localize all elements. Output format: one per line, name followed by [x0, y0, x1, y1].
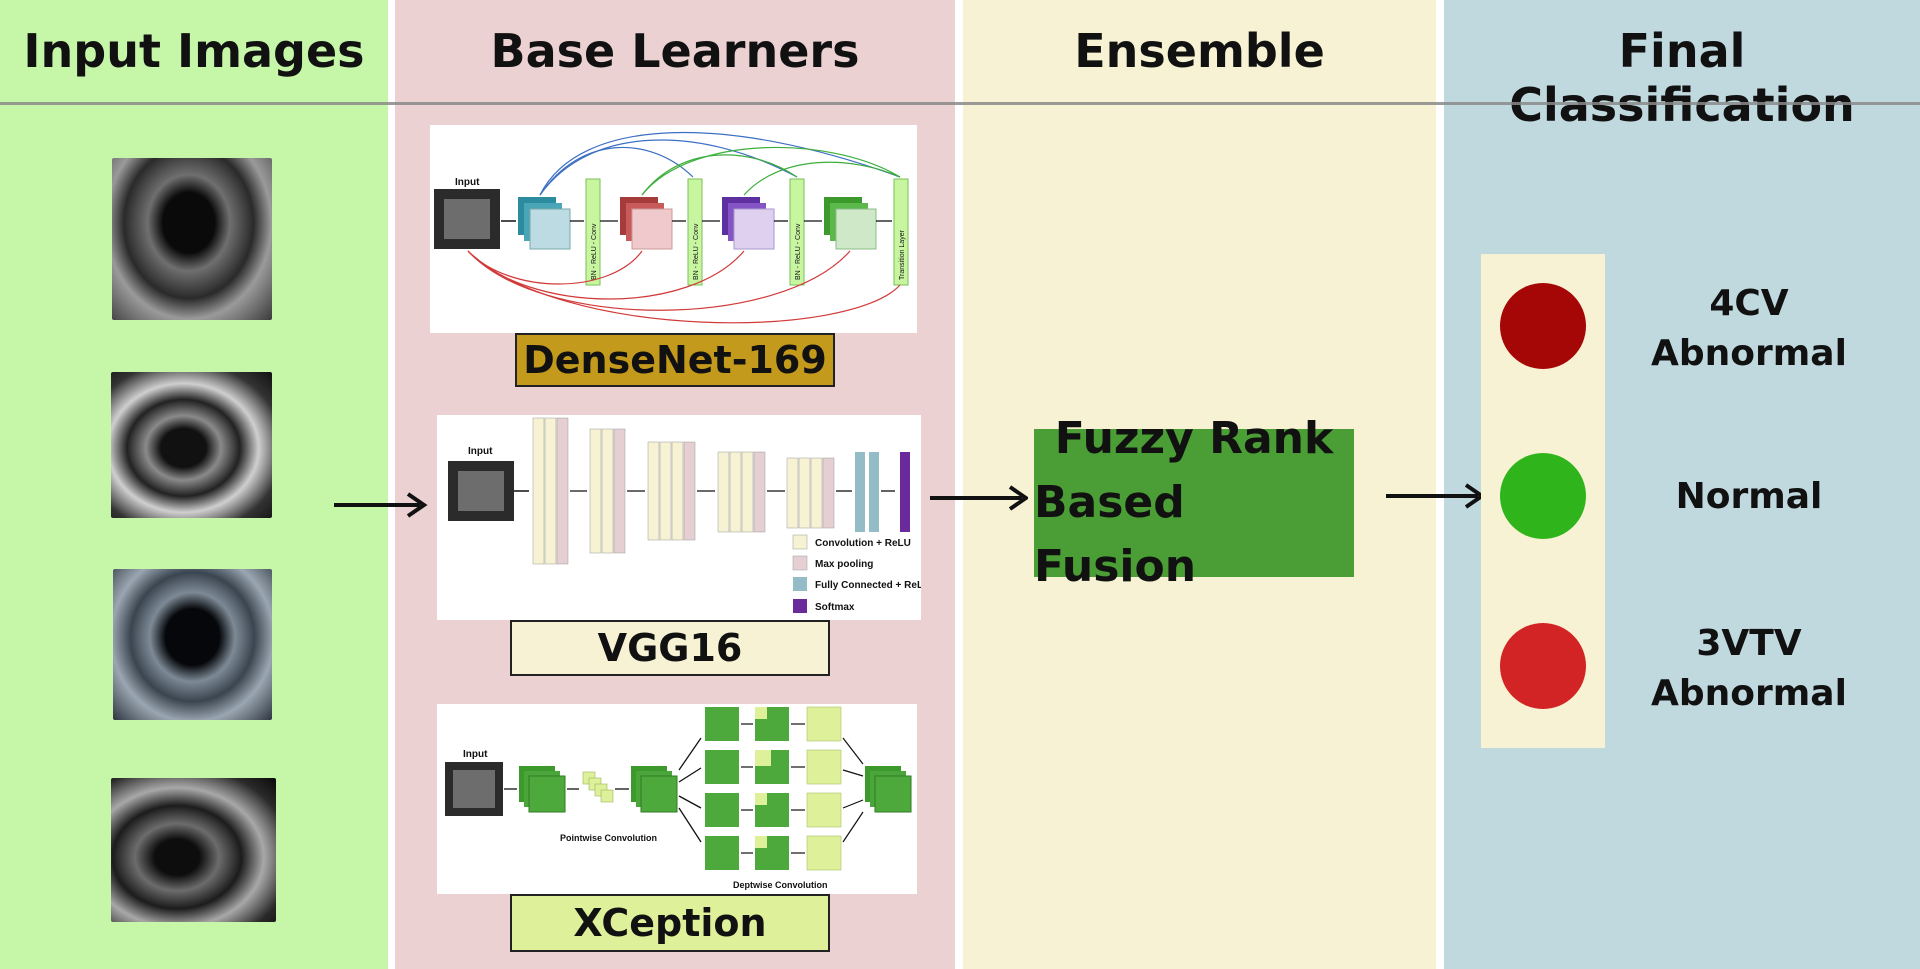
base-learners-title: Base Learners [490, 24, 860, 78]
pointwise-label: Pointwise Convolution [560, 833, 657, 843]
vgg16-diagram: Input [437, 415, 930, 620]
vgg-legend-4: Softmax [815, 602, 855, 613]
ensemble-title: Ensemble [1074, 24, 1325, 78]
xception-entry-block [519, 766, 566, 813]
arrow-base-to-ensemble [930, 485, 1028, 511]
dense-block-4 [824, 197, 877, 250]
depthwise-branches [705, 706, 842, 871]
densenet-layer-4: Transition Layer [899, 229, 906, 280]
abnormal-3vtv-indicator [1500, 623, 1586, 709]
input-images-title: Input Images [23, 24, 365, 78]
pointwise-blocks [582, 771, 614, 803]
class-label-4cv-line1: 4CV [1709, 283, 1789, 324]
fuzzy-rank-line2: Based Fusion [1034, 477, 1197, 592]
fuzzy-rank-line1: Fuzzy Rank [1054, 413, 1334, 464]
vgg-block-3 [647, 441, 696, 541]
xception-exit-block [865, 766, 912, 813]
class-label-normal: Normal [1619, 472, 1879, 522]
class-label-4cv: 4CV Abnormal [1619, 279, 1879, 379]
densenet-diagram: Input BN - ReLU - Conv BN - ReLU - Conv … [430, 125, 917, 333]
xception-mid-block [631, 766, 678, 813]
densenet-layer-3: BN - ReLU - Conv [795, 223, 802, 280]
dense-block-2 [620, 197, 673, 250]
arrow-ensemble-to-final [1386, 483, 1484, 509]
ultrasound-image-3 [113, 569, 272, 720]
class-label-3vtv: 3VTV Abnormal [1619, 619, 1879, 719]
densenet-layer-1: BN - ReLU - Conv [591, 223, 598, 280]
vgg-legend-1: Convolution + ReLU [815, 538, 911, 549]
xception-diagram: Input Pointwise Convolution [437, 704, 917, 894]
dense-block-3 [722, 197, 775, 250]
class-label-4cv-line2: Abnormal [1651, 333, 1847, 374]
vgg-block-2 [589, 428, 626, 554]
vgg-block-1 [532, 417, 569, 565]
ultrasound-image-2 [111, 372, 272, 518]
xception-input-label: Input [463, 749, 488, 760]
class-label-3vtv-line2: Abnormal [1651, 673, 1847, 714]
vgg-input-label: Input [468, 446, 493, 457]
class-label-normal-line1: Normal [1675, 476, 1823, 517]
ultrasound-image-4 [111, 778, 276, 922]
arrow-input-to-base [334, 492, 428, 518]
vgg16-label: VGG16 [510, 620, 830, 676]
densenet-layer-2: BN - ReLU - Conv [693, 223, 700, 280]
header-divider [0, 102, 1920, 105]
class-label-3vtv-line1: 3VTV [1696, 623, 1802, 664]
densenet-input-label: Input [455, 177, 480, 188]
final-classification-title: Final Classification [1509, 24, 1855, 132]
densenet-label: DenseNet-169 [515, 333, 835, 387]
vgg-legend: Convolution + ReLU Max pooling Fully Con… [792, 534, 930, 613]
normal-indicator [1500, 453, 1586, 539]
vgg-legend-3: Fully Connected + ReLU [815, 580, 921, 591]
vgg-block-5 [786, 457, 835, 529]
xception-label: XCeption [510, 894, 830, 952]
final-classification-column: Final Classification [1444, 0, 1920, 969]
dense-block-1 [518, 197, 571, 250]
vgg-block-4 [717, 451, 766, 533]
vgg-legend-2: Max pooling [815, 559, 873, 570]
abnormal-4cv-indicator [1500, 283, 1586, 369]
depthwise-label: Deptwise Convolution [733, 880, 828, 890]
fuzzy-rank-fusion-box: Fuzzy Rank Based Fusion [1034, 413, 1354, 592]
ultrasound-image-1 [112, 158, 272, 320]
